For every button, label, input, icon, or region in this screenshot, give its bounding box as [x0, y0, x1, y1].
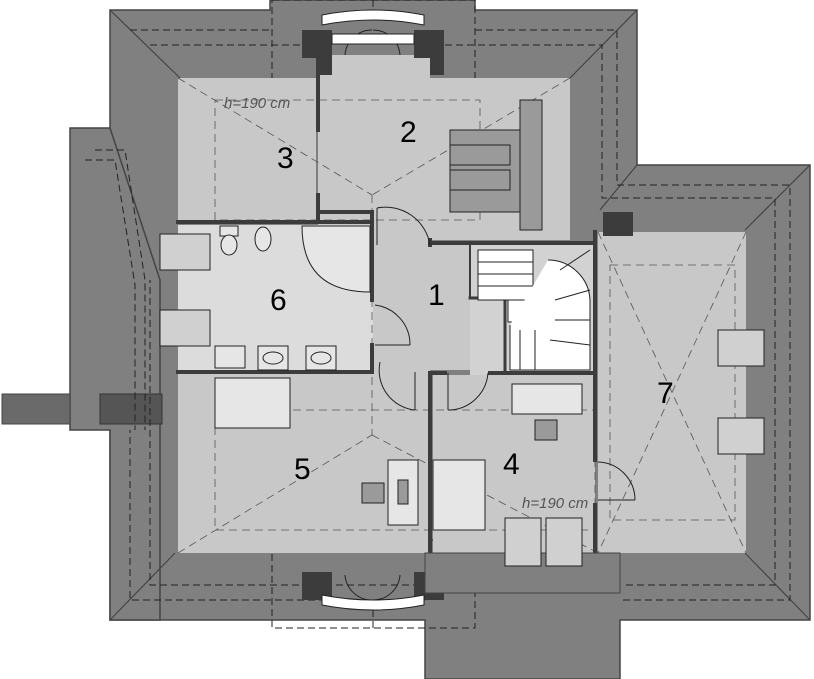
height-label-top: h=190 cm — [224, 95, 290, 112]
furniture — [159, 99, 765, 567]
room-labels: 1 2 3 4 5 6 7 h=190 cm h=190 cm — [224, 95, 674, 512]
height-label-right: h=190 cm — [522, 495, 588, 512]
bed-room-5 — [214, 377, 291, 429]
doors — [321, 9, 636, 611]
bed-room-4 — [432, 459, 486, 531]
chimney — [1, 393, 71, 425]
room-number-6: 6 — [270, 284, 287, 317]
bidet — [254, 226, 272, 252]
desk-room-4 — [511, 383, 583, 415]
room-3-area — [178, 78, 316, 221]
room-number-5: 5 — [294, 453, 311, 486]
chimney-inner — [99, 393, 163, 425]
room-number-3: 3 — [277, 142, 294, 175]
room-number-2: 2 — [400, 116, 417, 149]
room-number-4: 4 — [503, 448, 520, 481]
roof-left-wing — [69, 127, 161, 621]
room-number-7: 7 — [657, 377, 674, 410]
room-number-1: 1 — [428, 279, 445, 312]
bathtub — [301, 225, 371, 293]
